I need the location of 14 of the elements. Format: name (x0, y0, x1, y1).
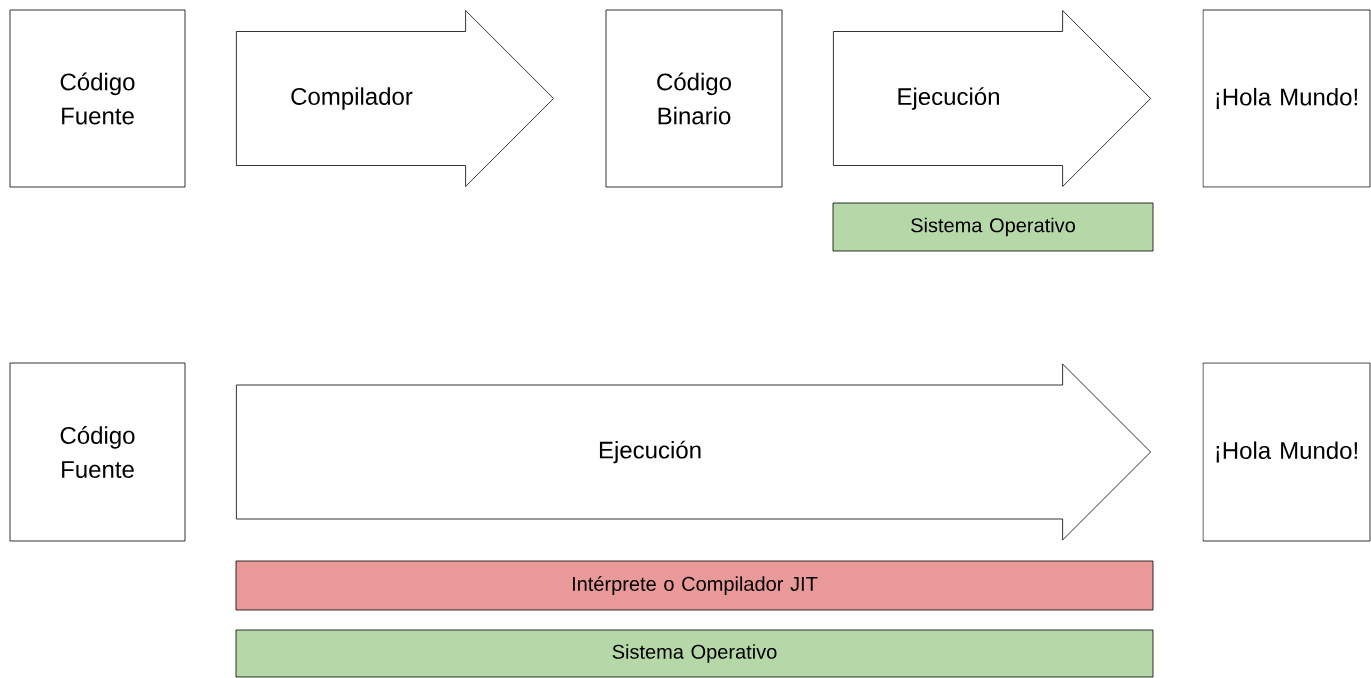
text-box: Código Fuente (9, 362, 186, 542)
status-bar: Sistema Operativo (832, 202, 1154, 252)
status-bar: Intérprete o Compilador JIT (235, 560, 1154, 611)
text-box: Código Binario (605, 9, 783, 188)
edge-label: Compilador (291, 87, 413, 110)
text-box: Código Fuente (9, 9, 186, 188)
block-arrow (236, 363, 1151, 541)
status-bar: Sistema Operativo (235, 629, 1154, 678)
text-box: ¡Hola Mundo! (1202, 362, 1371, 542)
text-box: ¡Hola Mundo! (1202, 9, 1371, 188)
block-arrow (236, 10, 554, 187)
block-arrow (833, 10, 1151, 187)
edge-label: Ejecución (599, 440, 701, 464)
edge-label: Ejecución (898, 87, 999, 110)
